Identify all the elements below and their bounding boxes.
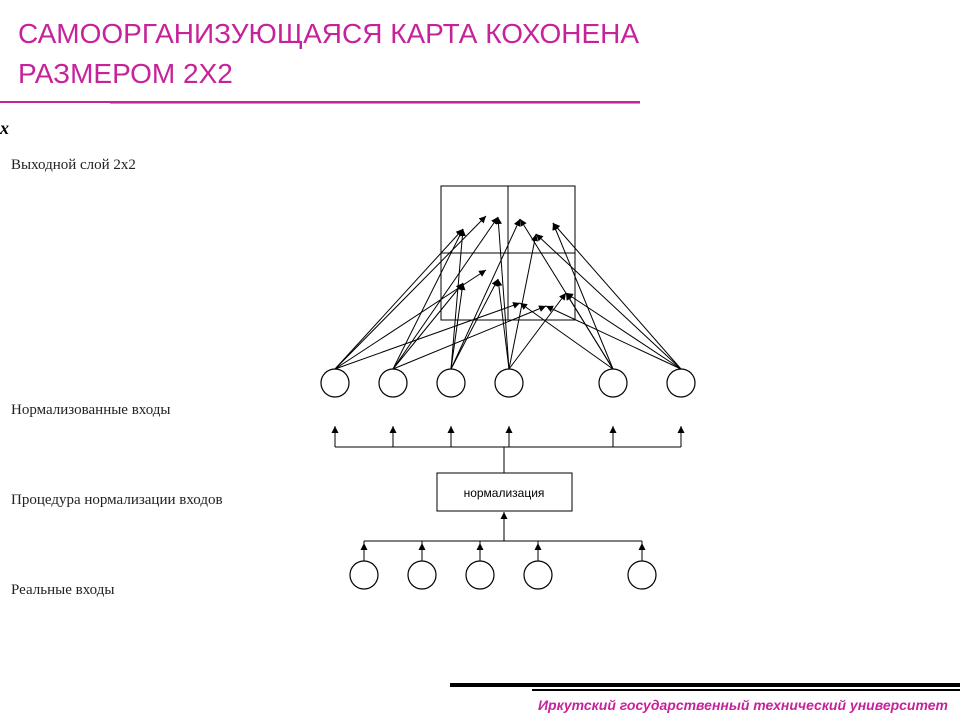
- normalized-input-node: [666, 368, 696, 398]
- connection-line: [545, 305, 682, 370]
- connection-line: [450, 282, 466, 370]
- normalized-input-nodes: [320, 368, 696, 398]
- footer-university: Иркутский государственный технический ун…: [537, 697, 948, 713]
- normalization-box-label: нормализация: [464, 486, 545, 500]
- real-input-bus: [360, 512, 646, 561]
- real-input-node: [407, 560, 437, 590]
- title-line-1: САМООРГАНИЗУЮЩАЯСЯ КАРТА КОХОНЕНА: [18, 18, 640, 49]
- connection-line: [495, 278, 510, 370]
- connection-line: [552, 222, 614, 370]
- footer-rule-thick: [450, 683, 960, 687]
- connection-line: [392, 282, 464, 370]
- title-underline-secondary: [110, 103, 640, 104]
- title-line-2: РАЗМЕРОМ 2Х2: [18, 58, 233, 89]
- connection-line: [552, 222, 682, 370]
- label-real-inputs: Реальные входы: [11, 582, 115, 598]
- real-input-node: [465, 560, 495, 590]
- connection-line: [508, 292, 567, 370]
- label-normalization-procedure: Процедура нормализации входов: [11, 492, 223, 508]
- connection-line: [519, 302, 614, 370]
- connection-line: [508, 233, 539, 370]
- real-input-node: [627, 560, 657, 590]
- real-input-node: [523, 560, 553, 590]
- connection-line: [392, 305, 547, 370]
- normalized-input-node: [598, 368, 628, 398]
- connection-line: [450, 218, 521, 370]
- normalization-block: нормализация: [436, 472, 573, 512]
- connection-line: [334, 302, 521, 370]
- connection-line: [334, 228, 464, 370]
- real-input-node: [349, 560, 379, 590]
- connection-line: [519, 218, 614, 370]
- footer-rule-thin: [532, 689, 960, 691]
- title-underline: [0, 101, 640, 103]
- label-output-layer: Выходной слой 2х2: [11, 157, 136, 173]
- normalized-bus: [331, 426, 685, 473]
- connection-line: [450, 228, 466, 370]
- normalization-box: [436, 472, 573, 512]
- normalized-input-node: [436, 368, 466, 398]
- connections: [334, 215, 682, 370]
- formula-fragment: x: [0, 118, 9, 138]
- connection-line: [392, 228, 464, 370]
- connection-line: [495, 216, 510, 370]
- normalized-input-node: [378, 368, 408, 398]
- label-normalized-inputs: Нормализованные входы: [11, 402, 171, 418]
- connection-line: [392, 216, 499, 370]
- connection-line: [450, 278, 499, 370]
- connection-line: [535, 233, 682, 370]
- real-input-nodes: [349, 560, 657, 590]
- connection-line: [565, 292, 682, 370]
- normalized-input-node: [494, 368, 524, 398]
- connection-line: [334, 215, 487, 370]
- normalized-input-node: [320, 368, 350, 398]
- slide-title: САМООРГАНИЗУЮЩАЯСЯ КАРТА КОХОНЕНА РАЗМЕР…: [18, 14, 778, 94]
